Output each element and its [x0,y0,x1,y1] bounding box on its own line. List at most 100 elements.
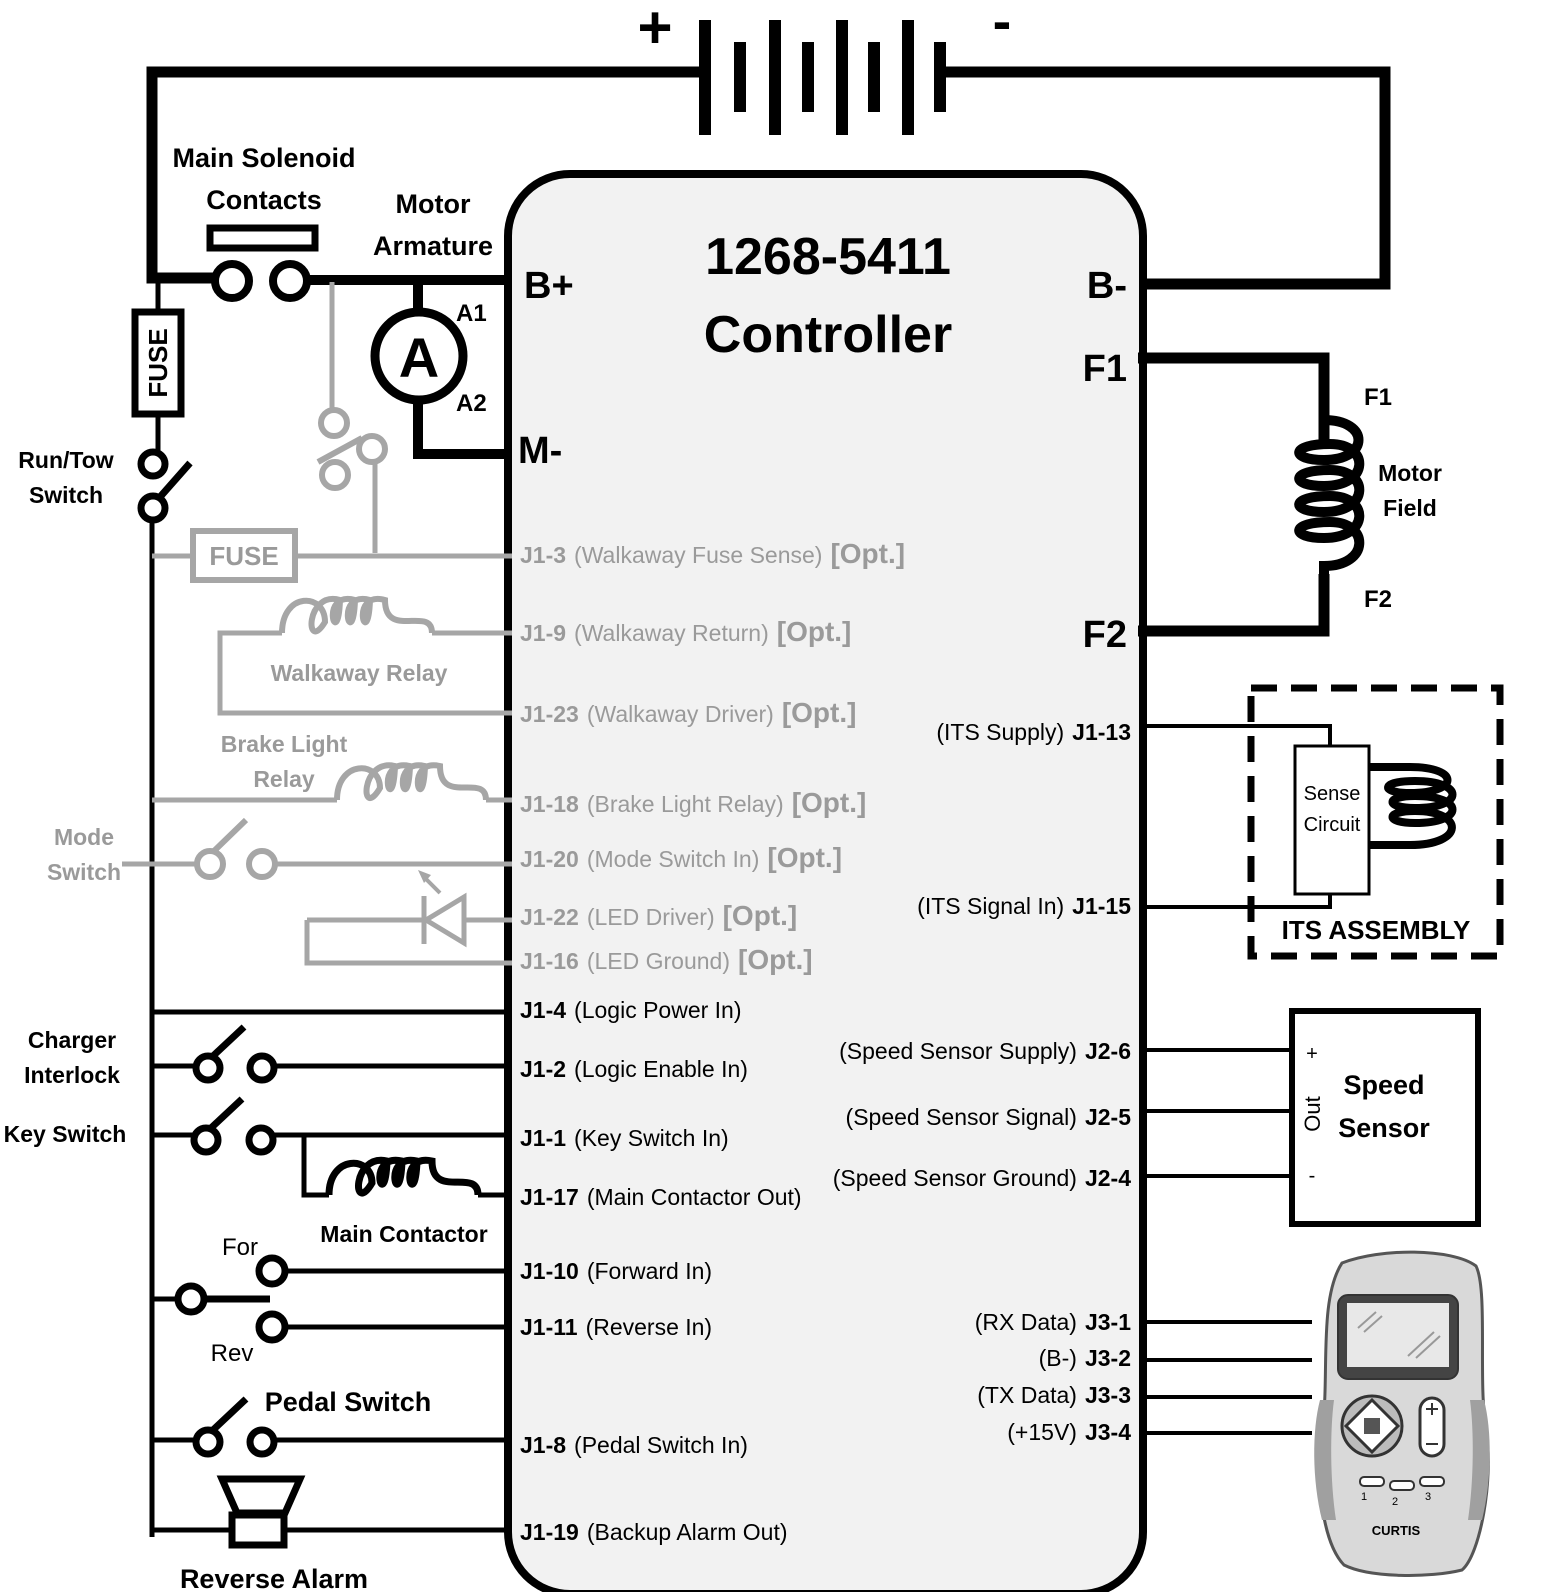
left-pin-label: J1-20 (Mode Switch In) [Opt.] [520,842,842,873]
pin-number: J2-5 [1085,1104,1131,1130]
pin-number: J1-20 [520,846,579,872]
right-pin-label: (RX Data)J3-1 [975,1309,1131,1335]
programmer-key-3: 3 [1425,1491,1431,1503]
pin-description: (Logic Power In) [574,997,741,1023]
right-pin-label: (Speed Sensor Signal) J2-5 [846,1104,1132,1130]
walkaway-fuse [190,528,298,583]
sense-circuit-label-2: Circuit [1304,814,1361,836]
brake-light-relay-label-1: Brake Light [221,731,348,757]
pin-number: J1-11 [520,1314,578,1340]
left-pin-label: J1-18(Brake Light Relay)[Opt.] [520,787,866,818]
motor-field-label-2: Field [1383,495,1437,521]
charger-interlock-label-1: Charger [28,1027,116,1053]
battery: + - [637,0,1011,135]
right-pin-label: (B-) J3-2 [1039,1345,1131,1371]
programmer-key-2: 2 [1392,1496,1398,1508]
right-pin-label: (Speed Sensor Ground)J2-4 [833,1165,1131,1191]
pin-number: J3-2 [1085,1345,1131,1371]
pin-number: J1-2 [520,1056,566,1082]
pin-description: (Walkaway Driver) [587,701,774,727]
sense-circuit [1293,744,1371,896]
pin-optional-tag: [Opt.] [782,697,857,728]
pin-number: J1-1 [520,1125,566,1151]
left-pin-label: J1-23(Walkaway Driver)[Opt.] [520,697,856,728]
indicator-led [304,870,512,966]
pin-number: J1-18 [520,791,579,817]
left-pin-label: J1-1(Key Switch In) [520,1125,729,1151]
mode-switch-label-1: Mode [54,824,114,850]
motor-field-f1-label: F1 [1364,384,1392,411]
armature-a1-label: A1 [456,300,487,327]
pin-description: (Speed Sensor Signal) [846,1104,1077,1130]
sense-circuit-label-1: Sense [1304,783,1361,805]
pin-number: J1-13 [1072,719,1131,745]
mode-switch-label-2: Switch [47,859,121,885]
terminal-f1: F1 [1083,348,1127,390]
armature-wire-bottom [413,385,512,459]
motor-field-coil [1294,415,1365,578]
brake-light-relay [152,762,512,803]
pin-optional-tag: [Opt.] [792,787,867,818]
motor-field-f2-label: F2 [1364,586,1392,613]
controller-model: 1268-5411 [705,228,951,286]
mode-switch [122,817,512,880]
pin-description: (B-) [1039,1345,1077,1371]
run-tow-label-2: Switch [29,482,103,508]
pin-description: (Main Contactor Out) [587,1184,802,1210]
pedal-switch-label: Pedal Switch [265,1387,432,1417]
main-fuse [131,308,185,418]
speed-sensor-label-2: Sensor [1338,1113,1430,1143]
pin-description: (Mode Switch In) [587,846,760,872]
walkaway-relay-label: Walkaway Relay [271,660,448,686]
speed-sensor [1145,1008,1481,1227]
pin-description: (Speed Sensor Supply) [839,1038,1077,1064]
key-switch-label: Key Switch [4,1121,127,1147]
speed-sensor-out-label: Out [1300,1096,1325,1131]
its-assembly [1145,684,1504,960]
pin-number: J3-1 [1085,1309,1131,1335]
brake-light-relay-label-2: Relay [253,766,315,792]
forward-label: For [222,1234,258,1261]
battery-negative-wire [946,66,1391,290]
pin-number: J1-19 [520,1519,579,1545]
right-pin-labels: (ITS Supply)J1-13(ITS Signal In)J1-15(Sp… [833,719,1131,1445]
terminal-b-minus: B- [1087,265,1127,307]
pin-number: J1-22 [520,904,579,930]
pin-number: J2-4 [1085,1165,1131,1191]
right-pin-label: (Speed Sensor Supply)J2-6 [839,1038,1131,1064]
pin-number: J1-16 [520,948,579,974]
reverse-alarm-label: Reverse Alarm [180,1564,368,1592]
charger-interlock-switch [152,1024,512,1084]
programmer-screen [1347,1303,1449,1367]
terminal-m-minus: M- [518,430,562,472]
left-pin-label: J1-8(Pedal Switch In) [520,1432,748,1458]
pin-description: (Pedal Switch In) [574,1432,748,1458]
motor-armature: A [370,307,468,405]
pin-optional-tag: [Opt.] [767,842,842,873]
its-sensor-coil [1369,763,1457,849]
main-contactor-coil [301,1135,512,1198]
left-pin-label: J1-17 (Main Contactor Out) [520,1184,802,1210]
walkaway-fuse-label: FUSE [209,541,278,571]
pin-optional-tag: [Opt.] [777,616,852,647]
field-wire-f1 [1138,352,1330,442]
left-pin-labels: J1-3(Walkaway Fuse Sense)[Opt.]J1-9(Walk… [520,538,905,1545]
left-pin-label: J1-4(Logic Power In) [520,997,742,1023]
armature-symbol: A [399,326,439,389]
controller-body [504,170,1147,1592]
pin-description: (TX Data) [977,1382,1077,1408]
pin-number: J1-17 [520,1184,579,1210]
left-pin-label: J1-2(Logic Enable In) [520,1056,748,1082]
programmer-key-1: 1 [1361,1491,1367,1503]
battery-plus-label: + [637,0,672,61]
main-fuse-label: FUSE [143,328,173,397]
pin-number: J1-10 [520,1258,579,1284]
speed-sensor-label-1: Speed [1343,1070,1424,1100]
terminal-b-plus: B+ [524,265,574,307]
pin-optional-tag: [Opt.] [830,538,905,569]
right-pin-label: (ITS Supply)J1-13 [936,719,1131,745]
charger-interlock-label-2: Interlock [24,1062,120,1088]
pin-description: (Walkaway Fuse Sense) [574,542,822,568]
field-wire-f2 [1138,574,1330,637]
programmer-scroll-key [1418,1396,1446,1458]
